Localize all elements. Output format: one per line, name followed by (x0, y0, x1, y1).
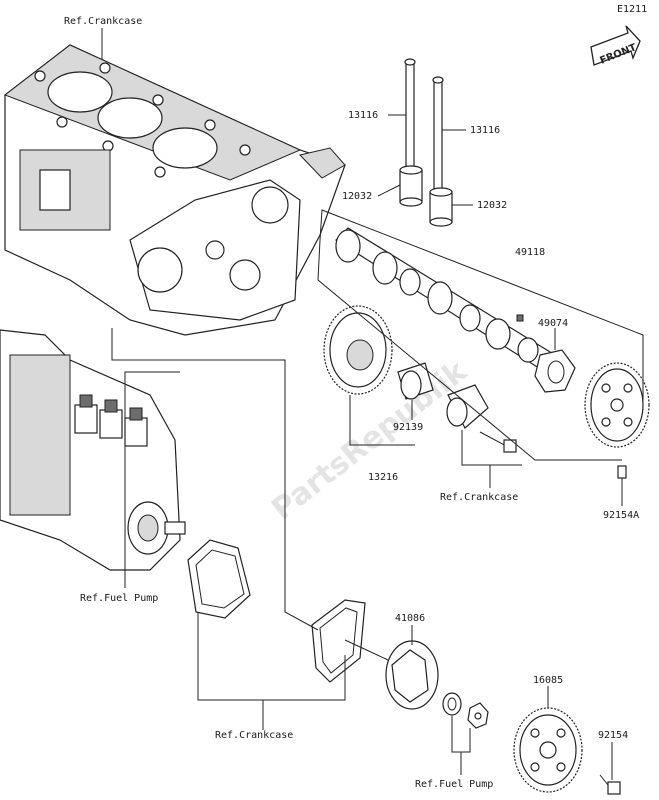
label-ref-fuel-pump-bottom: Ref.Fuel Pump (415, 779, 493, 790)
fuel-pump-body (0, 329, 186, 571)
leader-lines (101, 28, 644, 780)
tappet-left (399, 165, 423, 207)
tappet-right (429, 187, 453, 227)
cam-gear (584, 362, 650, 448)
label-92154a: 92154A (603, 510, 639, 521)
idler-gasket (311, 599, 366, 683)
label-ref-fuel-pump-left: Ref.Fuel Pump (80, 593, 158, 604)
label-13116-right: 13116 (470, 125, 500, 136)
idler-gear (513, 707, 583, 793)
camshaft (335, 227, 556, 371)
diagram-code: E1211 (617, 4, 647, 15)
label-13116-left: 13116 (348, 110, 378, 121)
lock-washer (442, 692, 462, 716)
label-92154: 92154 (598, 730, 628, 741)
bolt-92154 (599, 774, 621, 795)
label-16085: 16085 (533, 675, 563, 686)
label-ref-crankcase-mid: Ref.Crankcase (440, 492, 518, 503)
push-rod-right (432, 76, 444, 191)
crankcase-block (3, 44, 346, 336)
bolt-92154a (617, 465, 627, 492)
label-13216: 13216 (368, 472, 398, 483)
thrust-plate (534, 349, 576, 393)
pump-gasket (187, 539, 251, 619)
label-49118: 49118 (515, 247, 545, 258)
label-92139: 92139 (393, 422, 423, 433)
front-arrow-icon: FRONT (590, 25, 641, 67)
gear-nut (467, 702, 489, 729)
push-rod-left (404, 58, 416, 171)
label-41086: 41086 (395, 613, 425, 624)
label-ref-crankcase-top: Ref.Crankcase (64, 16, 142, 27)
label-12032-right: 12032 (477, 200, 507, 211)
injection-pump-gear (323, 305, 393, 395)
idler-hub (385, 640, 439, 710)
label-12032-left: 12032 (342, 191, 372, 202)
label-ref-crankcase-bottom: Ref.Crankcase (215, 730, 293, 741)
gear-bushing (397, 362, 434, 400)
label-49074: 49074 (538, 318, 568, 329)
